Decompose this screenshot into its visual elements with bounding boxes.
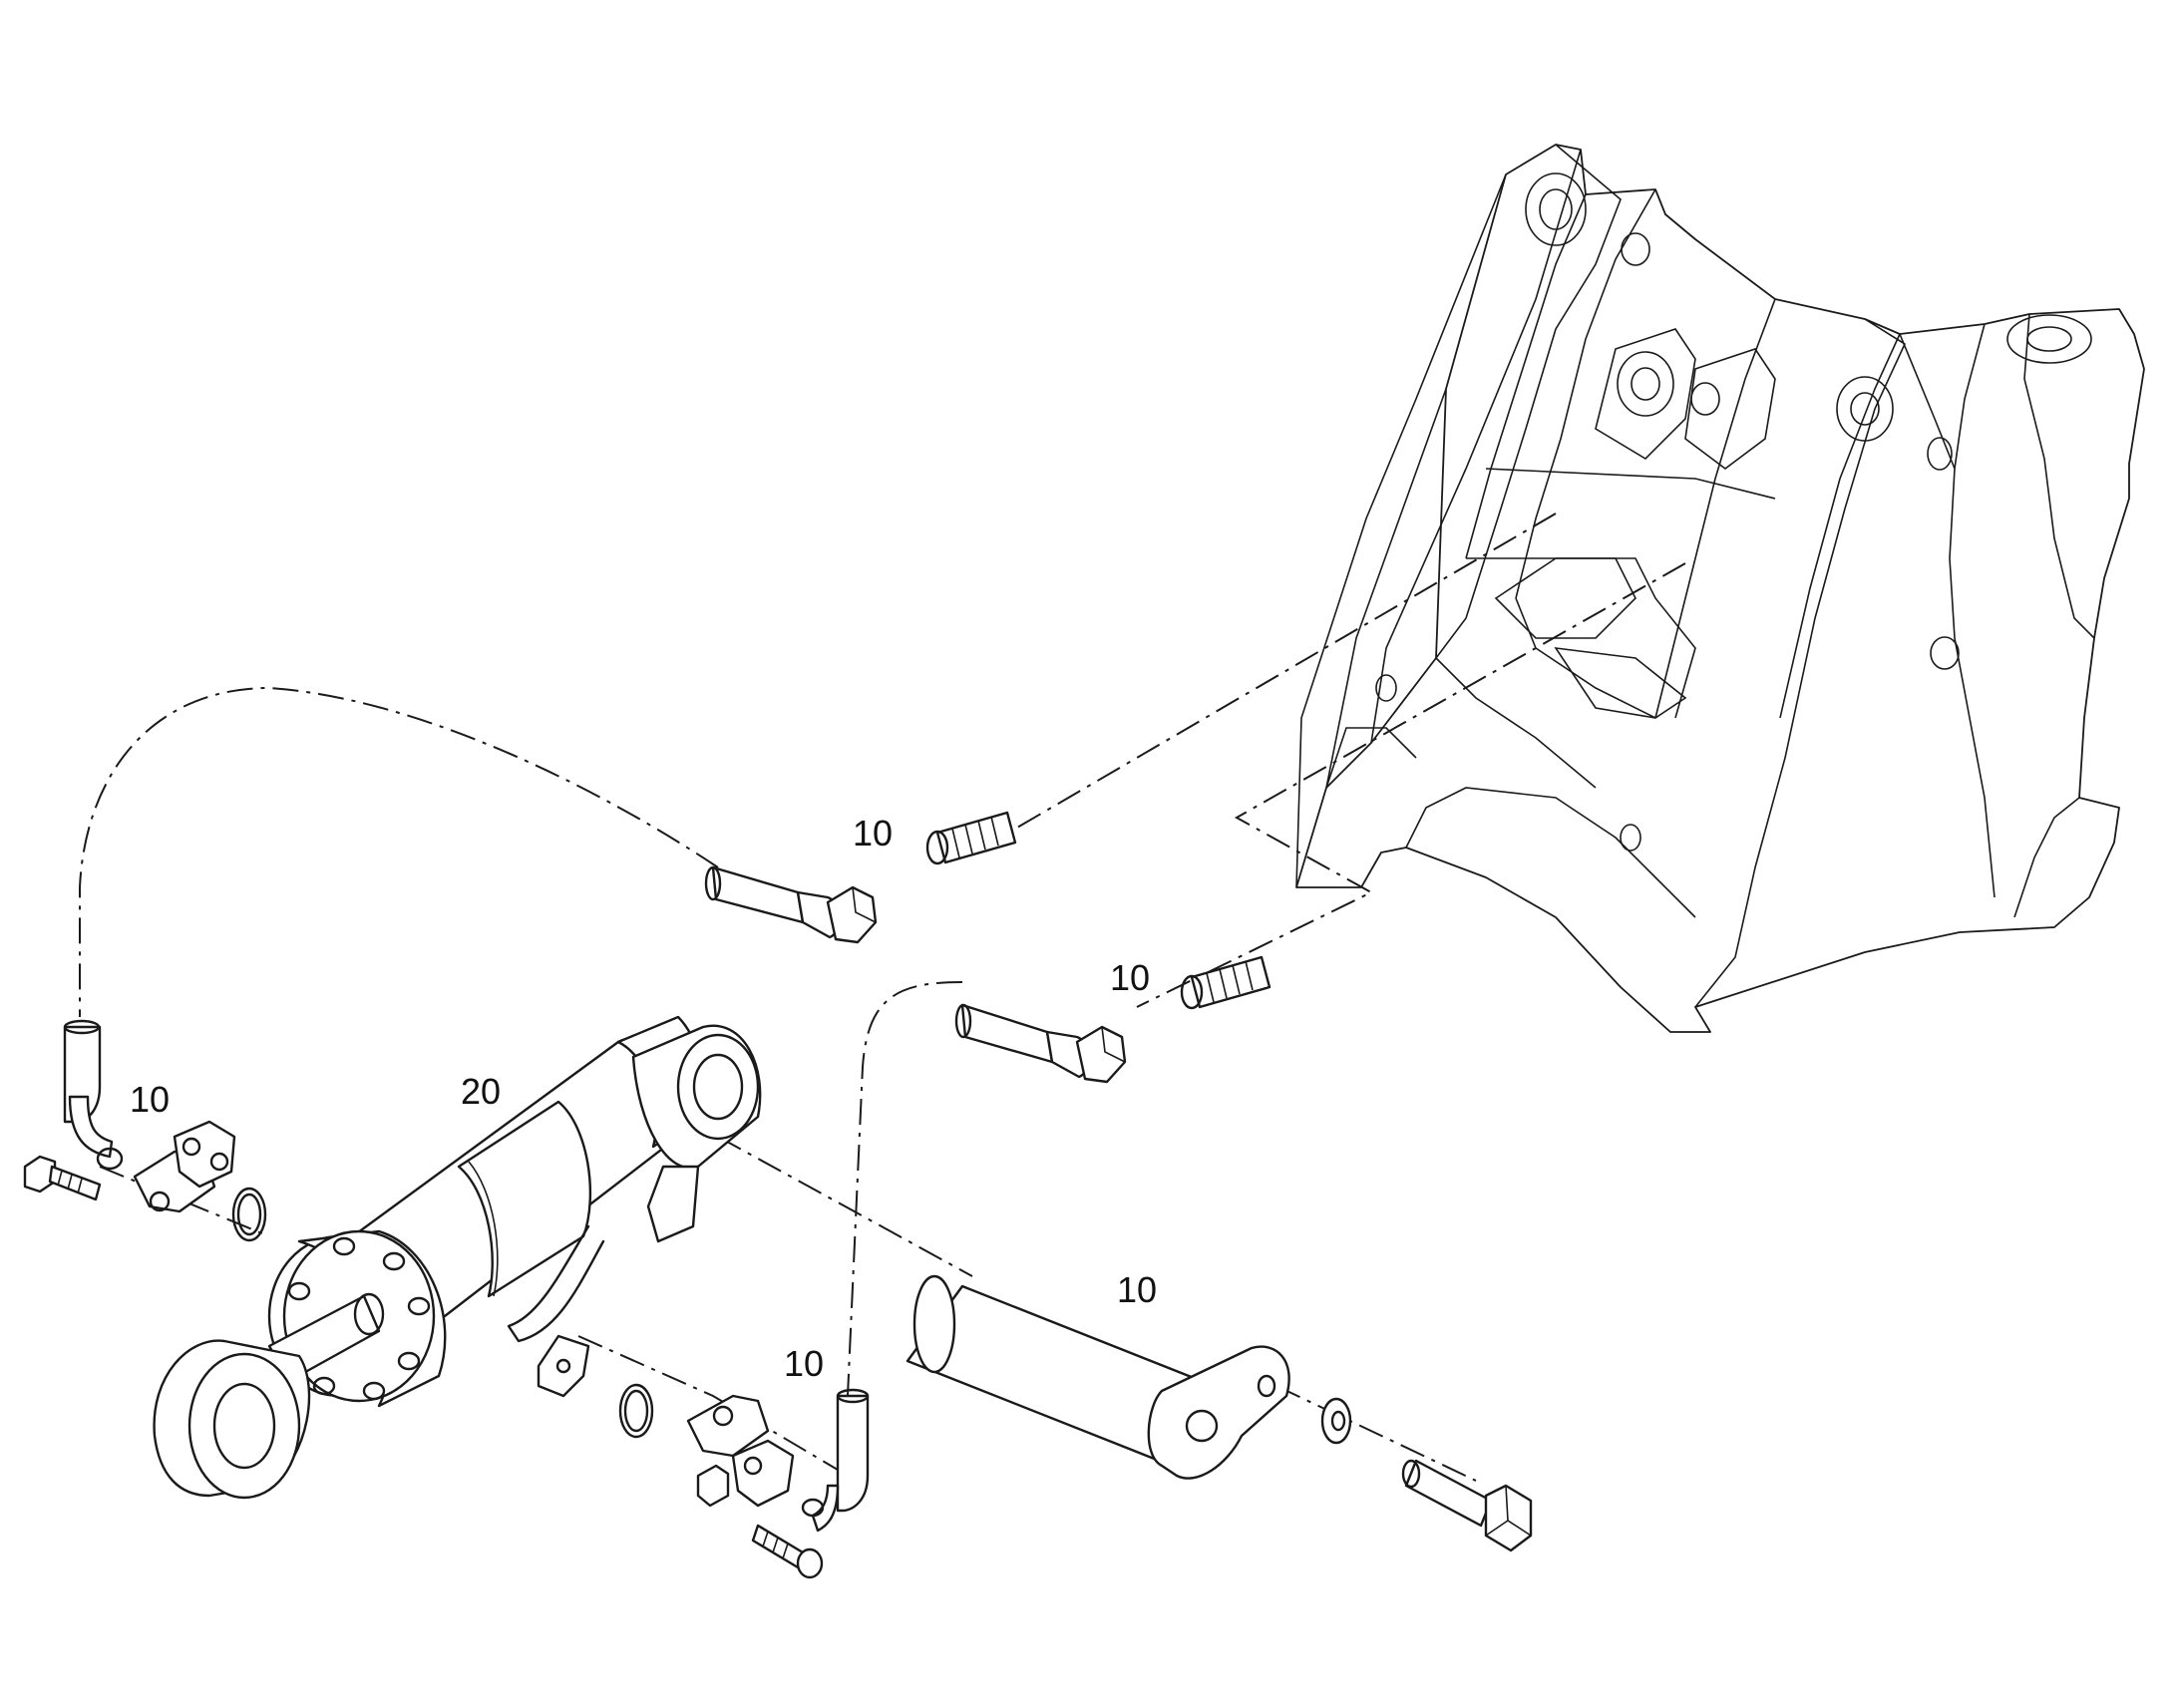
callout-cylinder: 20	[461, 1071, 501, 1112]
flange-clamp-left	[133, 1120, 236, 1213]
flange-clamp-bottom	[686, 1394, 795, 1508]
fitting-lower	[1180, 955, 1272, 1010]
hose-upper	[704, 865, 878, 944]
hydraulic-cylinder	[153, 1015, 762, 1500]
callouts: 10 10 10 20 10 10	[130, 813, 1157, 1384]
fitting-upper	[925, 811, 1017, 865]
callout-flange-bottom: 10	[784, 1343, 824, 1384]
bolt-pin	[1401, 1459, 1533, 1552]
callout-hose-lower: 10	[1110, 957, 1150, 998]
hose-end-bottom	[801, 1388, 870, 1533]
o-ring-left	[231, 1187, 267, 1242]
bolt-bottom	[696, 1464, 824, 1579]
bolt-left	[23, 1155, 102, 1201]
loader-frame	[1295, 144, 2145, 1033]
callout-hose-upper: 10	[853, 813, 893, 854]
pin	[906, 1274, 1290, 1480]
port-block	[537, 1334, 590, 1398]
hose-lower	[954, 1003, 1127, 1084]
o-ring-bottom	[618, 1383, 654, 1439]
hose-end-left	[63, 1019, 124, 1171]
callout-pin: 10	[1117, 1269, 1157, 1310]
callout-flange-left: 10	[130, 1079, 170, 1120]
washer	[1320, 1397, 1352, 1445]
